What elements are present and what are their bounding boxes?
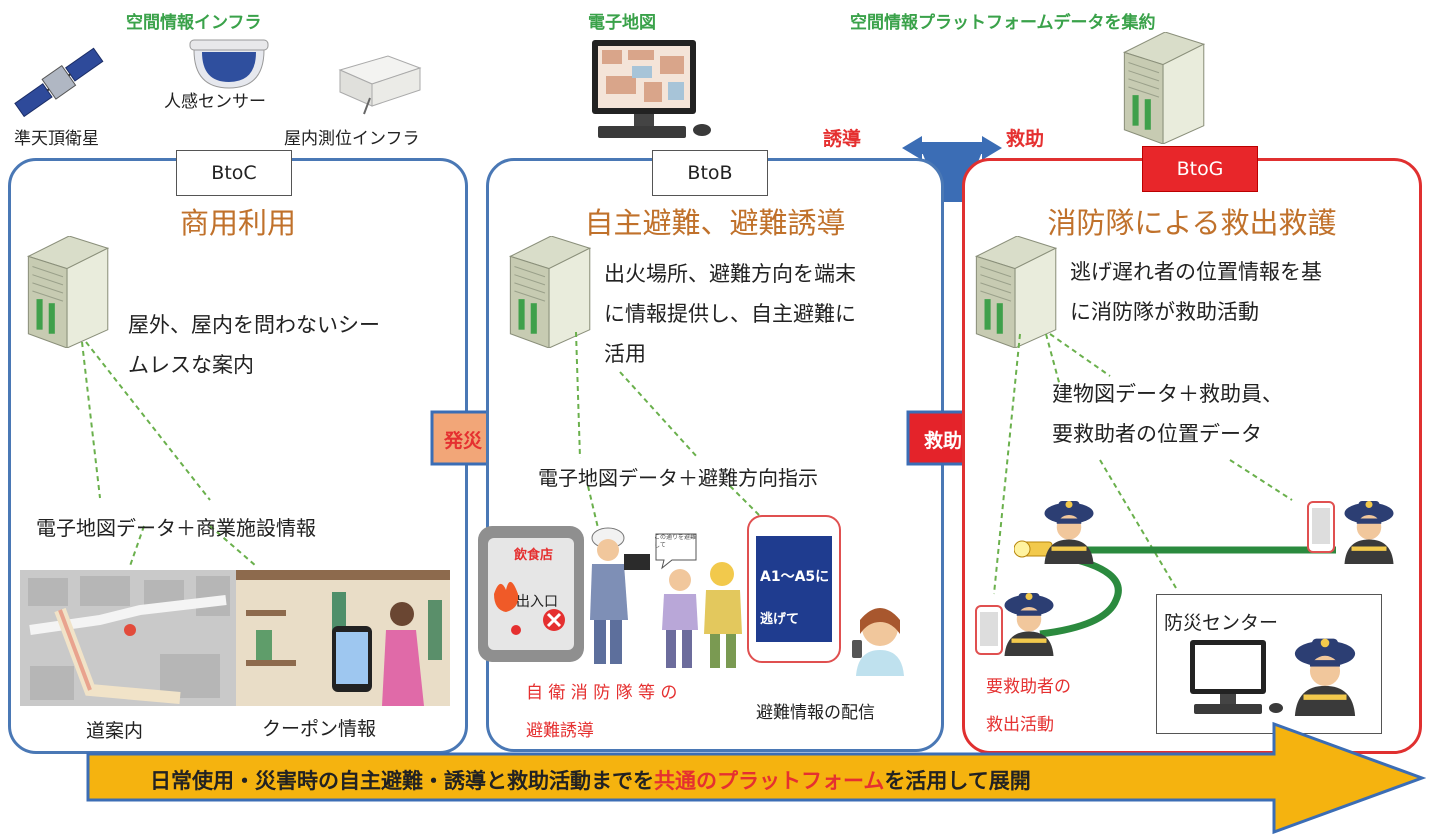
btob-caption-red-2: 避難誘導 bbox=[526, 721, 594, 741]
infra-title: 空間情報インフラ bbox=[126, 13, 262, 33]
rescue-arrow-label: 救助 bbox=[1006, 128, 1045, 150]
coupon-label: クーポン情報 bbox=[262, 718, 377, 740]
sensor-label: 人感センサー bbox=[164, 92, 266, 112]
woman-phone-icon bbox=[852, 608, 904, 676]
phone-shop-label: 飲食店 bbox=[514, 548, 554, 563]
speech-bubble-icon bbox=[655, 533, 697, 570]
rescuer-2-icon bbox=[1334, 494, 1404, 564]
btob-title: 自主避難、避難誘導 bbox=[584, 206, 846, 240]
btob-desc-line-3: 活用 bbox=[604, 342, 646, 366]
computer-map-icon bbox=[592, 40, 711, 138]
btob-desc: 出火場所、避難方向を端末 に情報提供し、自主避難に 活用 bbox=[604, 254, 856, 374]
emap-title: 電子地図 bbox=[588, 13, 656, 33]
btog-data: 建物図データ＋救助員、 要救助者の位置データ bbox=[1052, 374, 1283, 454]
btoc-desc: 屋外、屋内を問わないシー ムレスな案内 bbox=[128, 305, 380, 385]
rescue-path bbox=[1039, 546, 1336, 638]
rescue-mid-arrow-label: 救助 bbox=[924, 430, 963, 452]
btoc-desc-line-1: 屋外、屋内を問わないシー bbox=[128, 313, 380, 337]
banner-arrow bbox=[86, 721, 1426, 835]
split-arrow-icon bbox=[902, 136, 1002, 202]
btob-desc-line-1: 出火場所、避難方向を端末 bbox=[604, 262, 856, 286]
btog-caption-2: 救出活動 bbox=[986, 715, 1054, 735]
platform-title: 空間情報プラットフォームデータを集約 bbox=[850, 13, 1156, 33]
banner-text-highlight: 共通のプラットフォーム bbox=[654, 769, 885, 793]
btob-caption: 避難情報の配信 bbox=[756, 703, 875, 723]
btob-data-lines bbox=[575, 331, 767, 529]
rescuer-phone-icon bbox=[1307, 501, 1335, 553]
banner-text-pre: 日常使用・災害時の自主避難・誘導と救助活動までを bbox=[150, 769, 654, 793]
disaster-center-label: 防災センター bbox=[1164, 612, 1279, 634]
btoc-server-icon bbox=[18, 236, 110, 348]
route-map-image bbox=[20, 570, 236, 706]
evacuees-icon bbox=[662, 562, 742, 668]
btog-desc: 逃げ遅れ者の位置情報を基 に消防隊が救助活動 bbox=[1070, 252, 1322, 332]
indoor-label: 屋内測位インフラ bbox=[284, 129, 420, 149]
phone-message-line-2: 逃げて bbox=[760, 612, 800, 627]
coupon-shop-image bbox=[236, 570, 450, 706]
center-computer-icon bbox=[1190, 640, 1283, 714]
btoc-tag: BtoC bbox=[176, 150, 292, 196]
banner-text-post: を活用して展開 bbox=[884, 769, 1031, 793]
btob-desc-line-2: に情報提供し、自主避難に bbox=[604, 302, 856, 326]
guide-arrow-label: 誘導 bbox=[823, 128, 862, 150]
firefighter-megaphone-icon bbox=[590, 527, 650, 664]
satellite-label: 準天頂衛星 bbox=[14, 129, 99, 149]
phone-exit-label: 出入口 bbox=[516, 594, 558, 610]
rescuer-3-icon bbox=[994, 586, 1064, 656]
banner-text: 日常使用・災害時の自主避難・誘導と救助活動までを共通のプラットフォームを活用して… bbox=[150, 765, 1031, 795]
victim-phone-icon bbox=[975, 605, 1003, 655]
btog-desc-line-1: 逃げ遅れ者の位置情報を基 bbox=[1070, 260, 1322, 284]
btob-caption-red-1: 自 衛 消 防 隊 等 の bbox=[526, 683, 678, 703]
tablet-fire-icon bbox=[478, 526, 584, 662]
btog-data-line-2: 要救助者の位置データ bbox=[1052, 422, 1262, 446]
satellite-icon bbox=[14, 47, 104, 118]
btog-data-line-1: 建物図データ＋救助員、 bbox=[1052, 382, 1283, 406]
disaster-arrow-label: 発災 bbox=[444, 430, 483, 452]
btog-desc-line-2: に消防隊が救助活動 bbox=[1070, 300, 1259, 324]
btog-data-lines bbox=[993, 333, 1293, 595]
platform-server-icon bbox=[1114, 32, 1206, 144]
phone-message-line-1: A1～A5に bbox=[760, 569, 830, 585]
smartphone-icon bbox=[747, 515, 841, 663]
btog-tag: BtoG bbox=[1142, 146, 1258, 192]
btog-caption-1: 要救助者の bbox=[986, 677, 1071, 697]
btoc-title: 商用利用 bbox=[179, 206, 296, 240]
speech-bubble-text: この通りを避難して bbox=[654, 534, 696, 549]
motion-sensor-icon bbox=[189, 39, 269, 89]
rescuer-1-icon bbox=[1034, 494, 1104, 564]
btog-title: 消防隊による救出救護 bbox=[1047, 206, 1337, 240]
btob-tag: BtoB bbox=[652, 150, 768, 196]
center-operator-icon bbox=[1282, 630, 1368, 716]
btoc-data-label: 電子地図データ＋商業施設情報 bbox=[36, 516, 316, 540]
btoc-desc-line-2: ムレスな案内 bbox=[128, 353, 254, 377]
btoc-data-lines bbox=[81, 341, 257, 567]
route-guide-label: 道案内 bbox=[86, 720, 144, 742]
btob-data-label: 電子地図データ＋避難方向指示 bbox=[538, 466, 818, 490]
indoor-positioning-icon bbox=[338, 55, 422, 115]
